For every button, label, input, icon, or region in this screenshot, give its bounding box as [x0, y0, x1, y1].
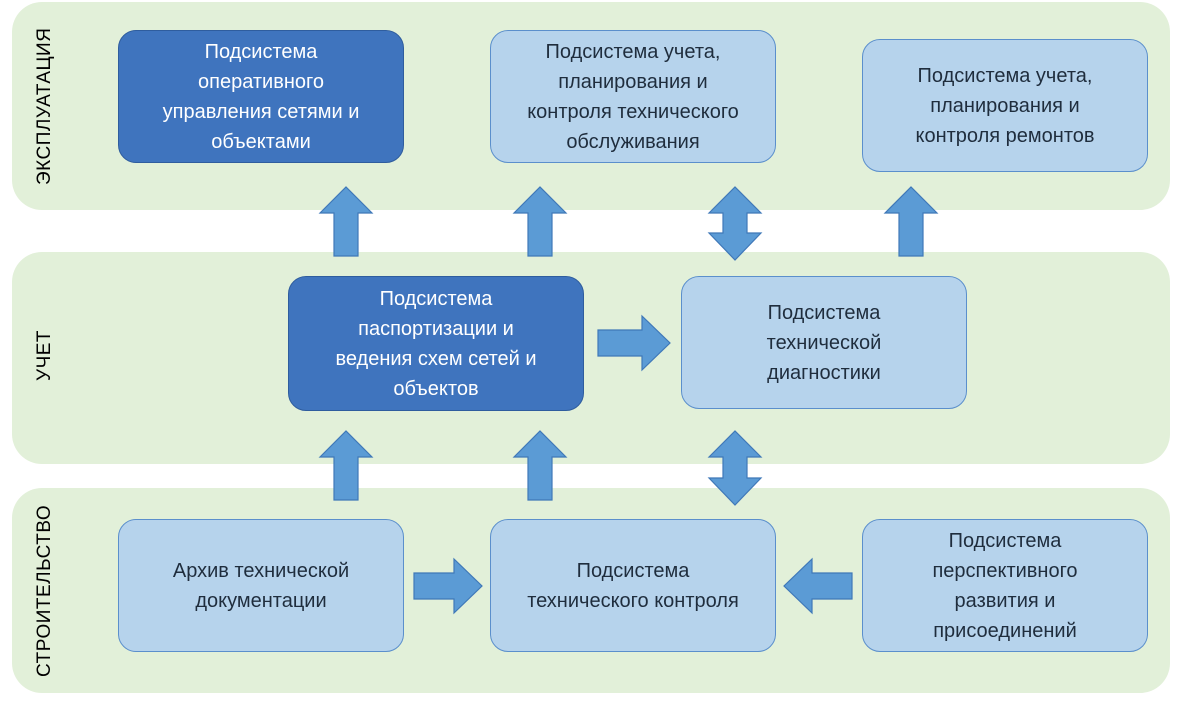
arrow-up-from-archive [318, 430, 374, 501]
box-archive: Архив технической документации [118, 519, 404, 652]
box-diagnostics: Подсистема технической диагностики [681, 276, 967, 409]
box-repairs: Подсистема учета, планирования и контрол… [862, 39, 1148, 172]
box-passportization: Подсистема паспортизации и ведения схем … [288, 276, 584, 411]
arrow-left-from-development [783, 557, 853, 615]
arrow-up-from-technical-control [512, 430, 568, 501]
band-accounting [12, 252, 1170, 464]
arrow-double-maintenance-diagnostics [707, 186, 763, 261]
arrow-up-to-operational [318, 186, 374, 257]
box-operational-management: Подсистема оперативного управления сетям… [118, 30, 404, 163]
box-maintenance: Подсистема учета, планирования и контрол… [490, 30, 776, 163]
arrow-right-to-diagnostics [597, 314, 671, 372]
arrow-up-to-repairs [883, 186, 939, 257]
arrow-double-diagnostics-technical-control [707, 430, 763, 506]
arrow-right-from-archive [413, 557, 483, 615]
box-technical-control: Подсистема технического контроля [490, 519, 776, 652]
arrow-up-to-maintenance [512, 186, 568, 257]
box-development: Подсистема перспективного развития и при… [862, 519, 1148, 652]
